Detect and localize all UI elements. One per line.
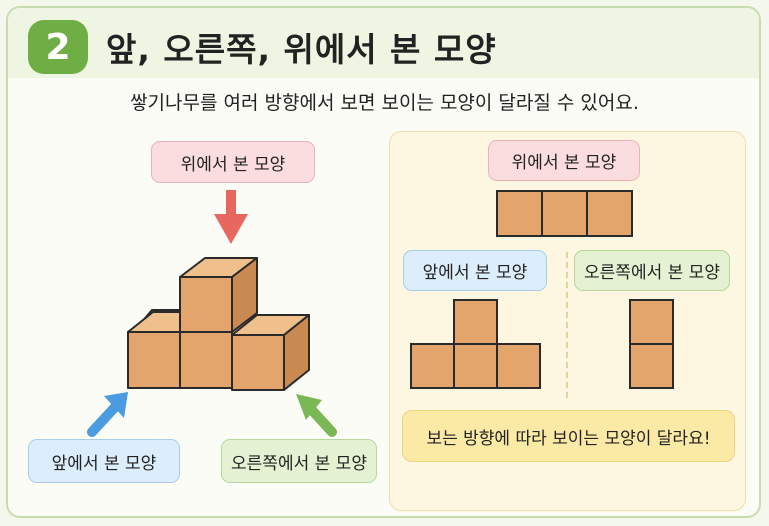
left-top-view-label: 위에서 본 모양 xyxy=(151,141,315,183)
panel-right-view-label: 오른쪽에서 본 모양 xyxy=(574,250,730,291)
front-view-square xyxy=(453,299,498,345)
panel-note: 보는 방향에 따라 보이는 모양이 달라요! xyxy=(402,410,735,462)
front-view-square xyxy=(410,343,455,389)
top-view-shape xyxy=(496,190,633,237)
top-view-square xyxy=(541,190,588,237)
top-view-arrow-icon xyxy=(214,190,248,244)
front-view-arrow-icon xyxy=(87,392,128,437)
front-view-square xyxy=(496,343,541,389)
page-subtitle: 쌓기나무를 여러 방향에서 보면 보이는 모양이 달라질 수 있어요. xyxy=(130,92,639,114)
header-band xyxy=(8,8,759,78)
panel-top-view-label: 위에서 본 모양 xyxy=(488,140,640,181)
front-view-square xyxy=(453,343,498,389)
cube-top xyxy=(179,257,258,333)
cube-bottom-right xyxy=(231,314,310,391)
right-view-square xyxy=(629,343,674,389)
top-view-square xyxy=(586,190,633,237)
cube-bottom-left xyxy=(127,311,181,389)
top-view-square xyxy=(496,190,543,237)
cube-bottom-middle xyxy=(179,331,233,389)
section-number-badge: 2 xyxy=(28,20,88,74)
front-view-shape xyxy=(410,299,541,389)
right-view-shape xyxy=(629,299,674,389)
right-view-square xyxy=(629,299,674,345)
page-title: 앞, 오른쪽, 위에서 본 모양 xyxy=(106,30,497,69)
left-front-view-label: 앞에서 본 모양 xyxy=(28,439,180,483)
panel-divider xyxy=(566,252,568,398)
panel-front-view-label: 앞에서 본 모양 xyxy=(403,250,547,291)
left-right-view-label: 오른쪽에서 본 모양 xyxy=(221,439,377,483)
cube-stack-3d xyxy=(127,257,310,391)
right-view-arrow-icon xyxy=(296,394,337,437)
